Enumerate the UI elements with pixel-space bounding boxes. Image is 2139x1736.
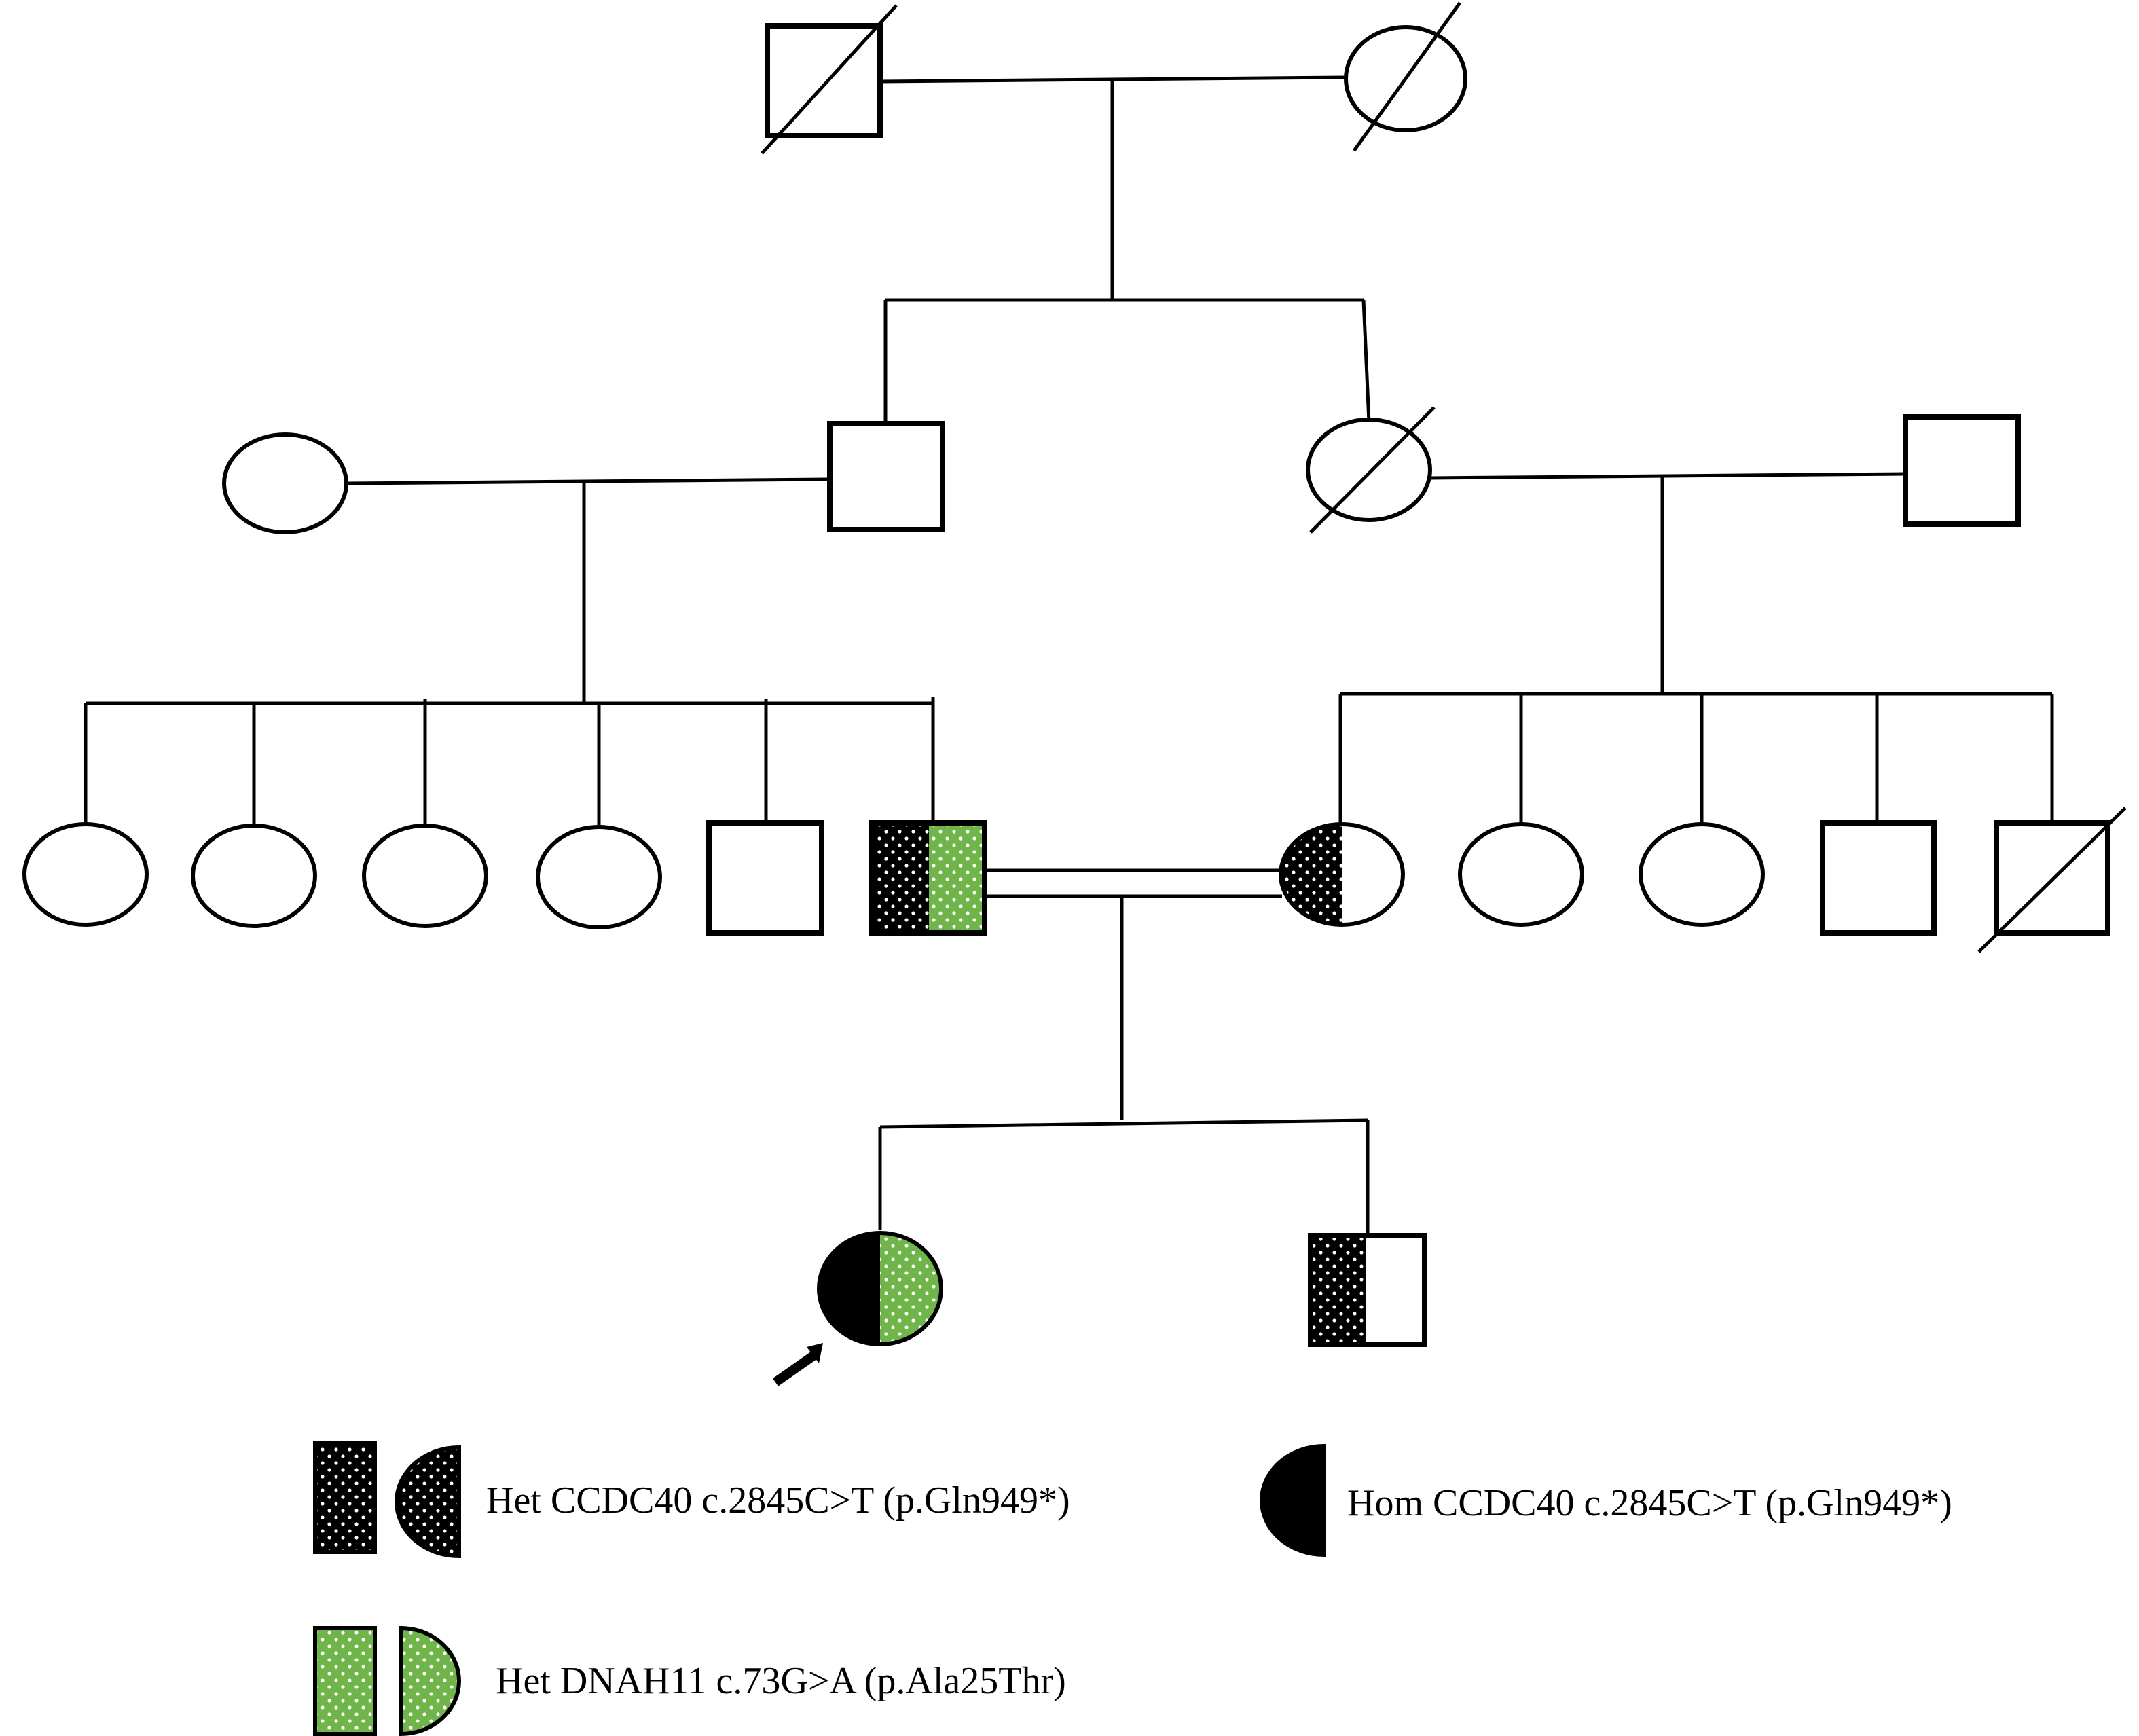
deceased-slash [1977, 807, 2127, 953]
proband-arrow-icon [772, 1343, 823, 1386]
legend-het-ccdc40: Het CCDC40 c.2845C>T (p.Gln949*) [313, 1441, 1070, 1559]
generation-2 [222, 406, 2021, 703]
legend-label-hom-ccdc40: Hom CCDC40 c.2845C>T (p.Gln949*) [1347, 1482, 1952, 1524]
generation-3-right-sibship [1338, 692, 2054, 823]
legend-label-het-dnah11: Het DNAH11 c.73G>A (p.Ala25Thr) [496, 1660, 1066, 1702]
marriage-line-right [1429, 472, 1905, 480]
legend-het-dnah11: Het DNAH11 c.73G>A (p.Ala25Thr) [313, 1625, 1066, 1736]
generation-4 [772, 1231, 1427, 1386]
female-unaffected [191, 824, 317, 928]
female-unaffected [1639, 822, 1765, 927]
generation-3-left-sibship [84, 697, 935, 826]
consanguineous-marriage [878, 868, 1370, 1233]
legend: Het CCDC40 c.2845C>T (p.Gln949*) Hom CCD… [313, 1441, 1952, 1736]
male-unaffected [706, 820, 824, 936]
child-line-female [1361, 299, 1371, 423]
male-unaffected [1820, 820, 1937, 936]
legend-swatch-half-circle-hom-ccdc40 [1260, 1443, 1326, 1557]
mother-carrier [1279, 822, 1405, 927]
legend-swatch-half-circle-het-ccdc40 [395, 1445, 461, 1559]
marriage-line-left [347, 477, 829, 485]
female-unaffected [22, 822, 149, 927]
deceased-slash [761, 4, 898, 155]
legend-hom-ccdc40: Hom CCDC40 c.2845C>T (p.Gln949*) [1260, 1443, 1952, 1557]
generation-3 [22, 807, 2127, 953]
female-unaffected [362, 824, 488, 928]
father-carrier [869, 820, 987, 936]
generation-2-sibship [883, 298, 1371, 423]
deceased-slash [1352, 1, 1462, 152]
legend-label-het-ccdc40: Het CCDC40 c.2845C>T (p.Gln949*) [486, 1479, 1070, 1521]
deceased-female-gen2 [1306, 418, 1432, 522]
legend-swatch-half-circle-het-dnah11 [399, 1625, 461, 1736]
female-spouse-left [222, 432, 348, 534]
legend-swatch-square-het-ccdc40 [313, 1441, 377, 1554]
sibship-line-gen4 [879, 1118, 1368, 1129]
legend-swatch-square-het-dnah11 [313, 1626, 377, 1736]
deceased-slash [1309, 406, 1436, 534]
brother-carrier [1308, 1233, 1427, 1347]
proband [817, 1231, 943, 1346]
female-unaffected [1458, 822, 1584, 927]
male-spouse-right [1903, 414, 2021, 527]
marriage-line-gen1 [879, 75, 1347, 84]
generation-1 [761, 1, 1467, 300]
male-gen2 [827, 421, 945, 532]
female-unaffected [536, 825, 662, 929]
